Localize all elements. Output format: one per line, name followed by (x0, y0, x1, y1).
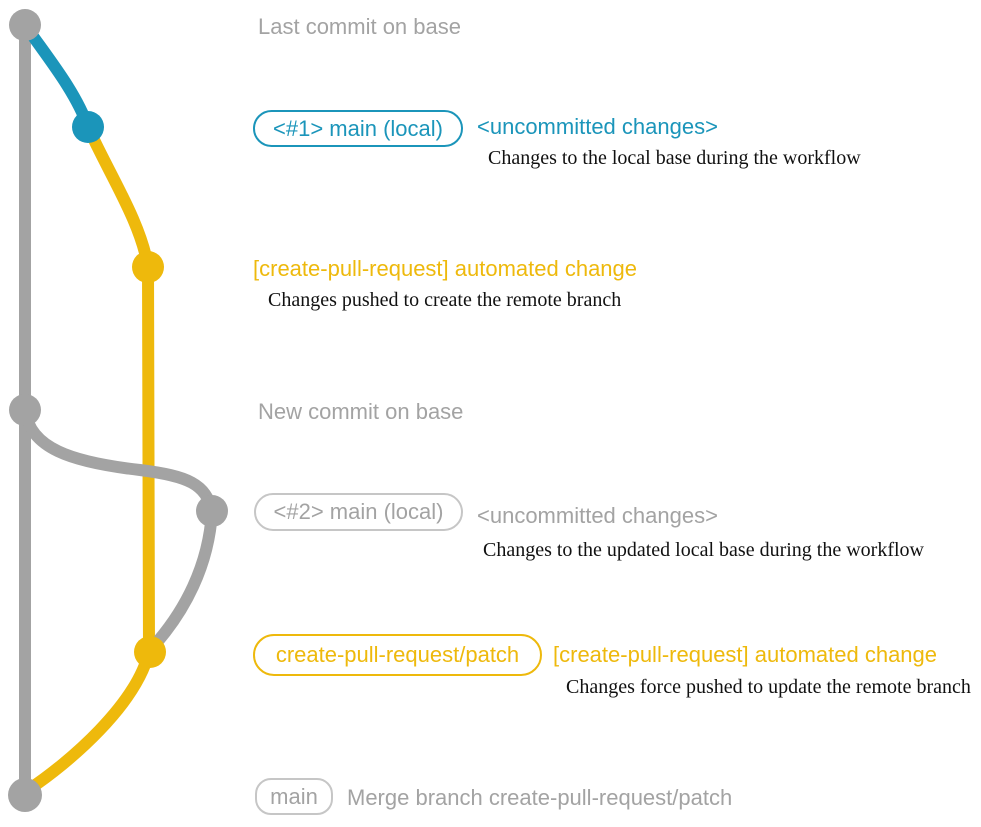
uncommitted-changes-line-2 (19, 404, 218, 517)
commit-title-uncommitted-2: <uncommitted changes> (477, 503, 718, 528)
heading-last-commit: Last commit on base (258, 14, 461, 39)
commit-dot-last-base (9, 9, 41, 41)
heading-new-commit: New commit on base (258, 399, 464, 424)
commit-desc-uncommitted-1: Changes to the local base during the wor… (488, 147, 861, 169)
git-graph (8, 9, 228, 812)
commit-desc-uncommitted-2: Changes to the updated local base during… (483, 539, 924, 561)
commit-title-uncommitted-1: <uncommitted changes> (477, 114, 718, 139)
commit-dot-new-base (9, 394, 41, 426)
branch-badge-patch: create-pull-request/patch (253, 634, 542, 676)
branch-badge-main-local-1: <#1> main (local) (253, 110, 463, 147)
commit-dot-automated-change-2 (134, 636, 166, 668)
commit-dot-automated-change-1 (132, 251, 164, 283)
commit-dot-main-local-1 (72, 111, 104, 143)
commit-title-automated-2: [create-pull-request] automated change (553, 642, 938, 667)
branch-badge-main: main (255, 778, 333, 815)
uncommitted-changes-line-1 (19, 19, 94, 133)
commit-title-merge: Merge branch create-pull-request/patch (347, 785, 733, 810)
rebase-line (145, 505, 218, 655)
commit-dot-merge (8, 778, 42, 812)
branch-badge-main-local-2: <#2> main (local) (254, 493, 463, 531)
commit-desc-automated-1: Changes pushed to create the remote bran… (268, 289, 622, 311)
commit-desc-automated-2: Changes force pushed to update the remot… (566, 676, 971, 698)
commit-title-automated-1: [create-pull-request] automated change (253, 256, 638, 281)
commit-dot-main-local-2 (196, 495, 228, 527)
